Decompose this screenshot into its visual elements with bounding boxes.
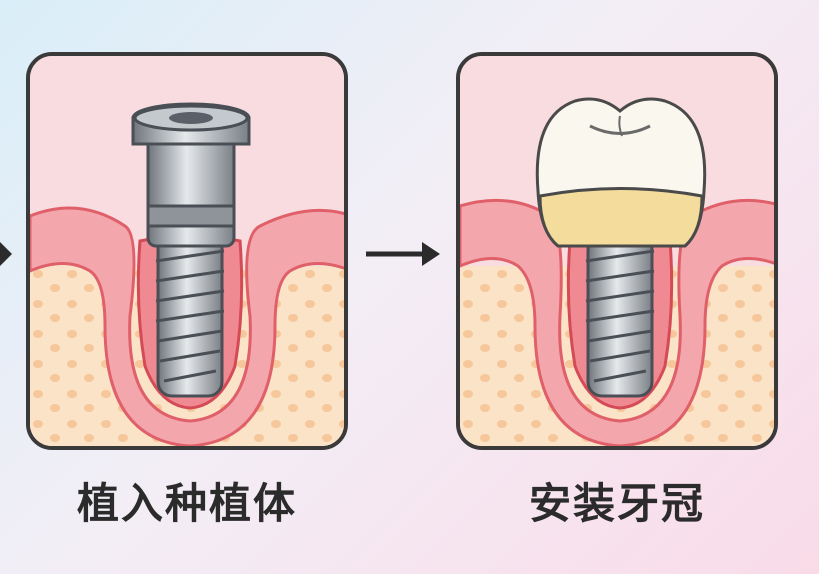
step-crown-panel: [456, 52, 778, 450]
step-2-caption: 安装牙冠: [528, 479, 705, 528]
crown-icon: [535, 97, 707, 248]
step-implant-panel: [26, 52, 348, 450]
step-1-caption: 植入种植体: [76, 479, 297, 528]
arrow-right-icon: [366, 242, 440, 266]
arrow-right-icon: [0, 242, 12, 266]
implant-icon: [131, 102, 251, 398]
